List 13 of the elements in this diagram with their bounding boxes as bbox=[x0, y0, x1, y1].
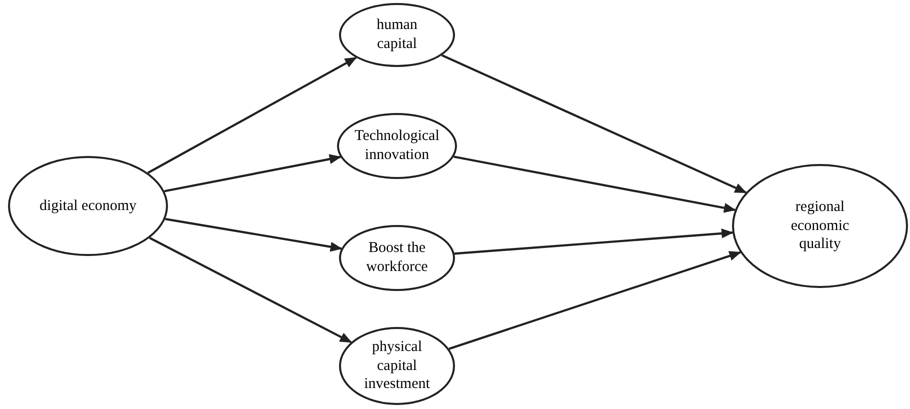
node-label: regional economic quality bbox=[790, 198, 850, 254]
arrow bbox=[165, 218, 342, 252]
arrow bbox=[149, 236, 352, 344]
arrow bbox=[454, 156, 736, 213]
node-label: digital economy bbox=[39, 196, 137, 216]
arrow bbox=[448, 251, 742, 350]
node-label: human capital bbox=[376, 16, 418, 54]
arrow bbox=[454, 228, 734, 255]
node-label: Technological innovation bbox=[354, 127, 440, 165]
arrow bbox=[147, 56, 357, 174]
arrow bbox=[164, 154, 342, 192]
node-label: physical capital investment bbox=[363, 338, 431, 394]
node-label: Boost the workforce bbox=[365, 239, 429, 277]
